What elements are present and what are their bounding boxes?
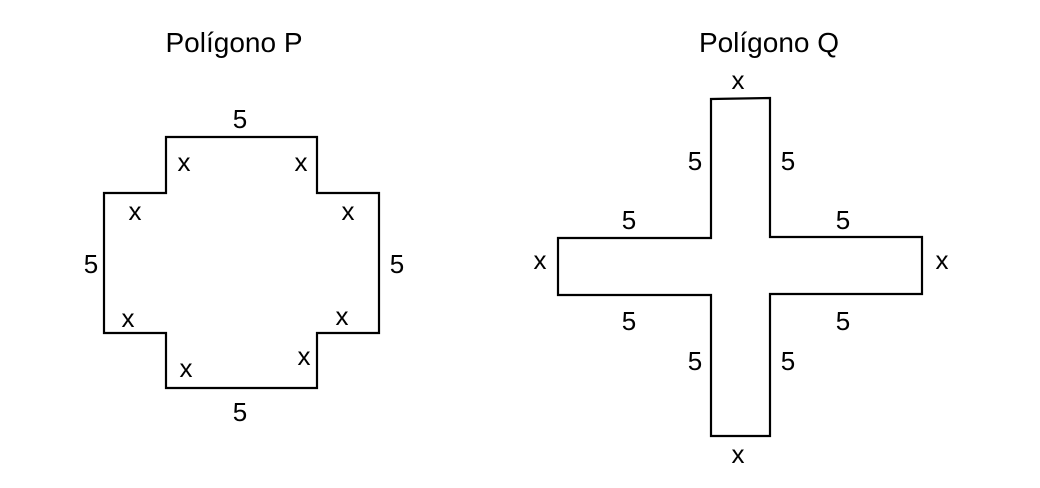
polygon-p-label-notch-top-left-vertical: x xyxy=(178,147,191,177)
polygon-q-label-bottom-arm-right: 5 xyxy=(781,346,795,376)
polygon-p-label-notch-bottom-right-horizontal: x xyxy=(336,301,349,331)
polygon-p-outline xyxy=(102,135,381,390)
polygon-q-label-bottom-arm-left: 5 xyxy=(688,346,702,376)
polygon-p-label-notch-bottom-left-horizontal: x xyxy=(122,303,135,333)
polygon-p-label-notch-top-right-vertical: x xyxy=(295,147,308,177)
polygon-p-label-left: 5 xyxy=(84,249,98,279)
polygon-q-label-right-end: x xyxy=(936,245,949,275)
polygon-p-label-notch-bottom-right-vertical: x xyxy=(298,341,311,371)
polygon-q-label-left-arm-top: 5 xyxy=(622,205,636,235)
polygon-q-label-top-arm-left: 5 xyxy=(688,146,702,176)
polygon-p-label-top: 5 xyxy=(233,104,247,134)
polygon-q-label-left-end: x xyxy=(534,245,547,275)
polygon-q-label-right-arm-top: 5 xyxy=(836,205,850,235)
polygon-q-label-left-arm-bottom: 5 xyxy=(622,306,636,336)
polygon-q-label-bottom-end: x xyxy=(732,439,745,469)
polygon-p-group: Polígono P 5 5 5 5 x x x x x x x x xyxy=(84,27,404,427)
polygon-q-label-top-end: x xyxy=(732,65,745,95)
polygon-q-label-top-arm-right: 5 xyxy=(781,146,795,176)
polygon-q-title: Polígono Q xyxy=(699,27,839,58)
polygon-p-label-right: 5 xyxy=(390,249,404,279)
polygon-q-group: Polígono Q x x x x 5 5 5 5 5 5 5 5 xyxy=(534,27,949,469)
polygon-p-label-notch-top-left-horizontal: x xyxy=(129,196,142,226)
polygon-q-outline xyxy=(556,96,924,438)
polygon-p-label-notch-bottom-left-vertical: x xyxy=(180,353,193,383)
polygon-p-label-notch-top-right-horizontal: x xyxy=(342,196,355,226)
polygon-q-label-right-arm-bottom: 5 xyxy=(836,306,850,336)
polygon-p-label-bottom: 5 xyxy=(233,397,247,427)
polygon-p-title: Polígono P xyxy=(166,27,303,58)
